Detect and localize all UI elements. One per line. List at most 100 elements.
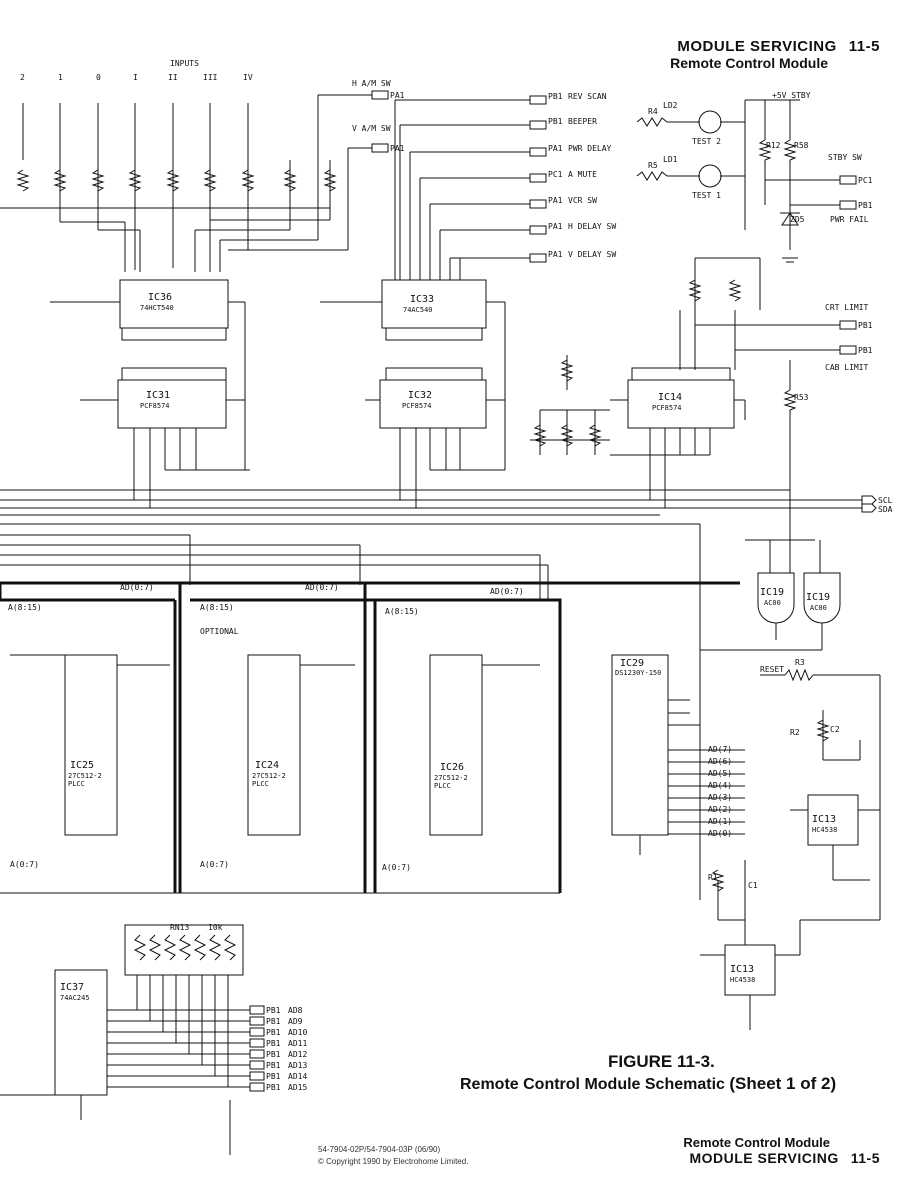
ic37-part: 74AC245 xyxy=(60,994,90,1002)
input-label: III xyxy=(203,73,218,82)
header-section: MODULE SERVICING 11-5 xyxy=(677,38,880,55)
ic19-part: AC00 xyxy=(810,604,827,612)
ic31-name: IC31 xyxy=(146,390,170,401)
ld1-label: LD1 xyxy=(663,155,678,164)
ad-output-label: AD(7) xyxy=(708,745,732,754)
ic25-name: IC25 xyxy=(70,760,94,771)
ic19-name: IC19 xyxy=(806,592,830,603)
ic37-output-label: AD9 xyxy=(288,1017,303,1026)
ic24-pkg: PLCC xyxy=(252,780,269,788)
ic33-part: 74AC540 xyxy=(403,306,433,314)
port-label: PC1 xyxy=(858,176,873,185)
input-label: IV xyxy=(243,73,253,82)
r3-label: R3 xyxy=(795,658,805,667)
port-label: PA1 xyxy=(390,91,405,100)
ic37-output-label: AD10 xyxy=(288,1028,307,1037)
ic26-name: IC26 xyxy=(440,762,464,773)
r58-label: R58 xyxy=(794,141,809,150)
input-label: 2 xyxy=(20,73,25,82)
ic25-part: 27C512-2 xyxy=(68,772,102,780)
ic29-name: IC29 xyxy=(620,658,644,669)
c2-label: C2 xyxy=(830,725,840,734)
ic24-part: 27C512-2 xyxy=(252,772,286,780)
ic31-part: PCF8574 xyxy=(140,402,170,410)
bus-label-ad: AD(0:7) xyxy=(120,583,154,592)
port-label: PB1 xyxy=(548,117,563,126)
header-section-text: MODULE SERVICING xyxy=(677,38,837,55)
pwr-delay-label: PWR DELAY xyxy=(568,144,612,153)
footer-section: MODULE SERVICING 11-5 xyxy=(689,1150,880,1166)
port-label: PB1 xyxy=(266,1028,281,1037)
rn13-label: RN13 xyxy=(170,923,189,932)
ic19-name: IC19 xyxy=(760,587,784,598)
ic13-name: IC13 xyxy=(730,964,754,975)
cab-limit-label: CAB LIMIT xyxy=(825,363,869,372)
stby-5v-label: +5V STBY xyxy=(772,91,811,100)
ic14-name: IC14 xyxy=(658,392,682,403)
ad-output-label: AD(6) xyxy=(708,757,732,766)
ic37-output-label: AD13 xyxy=(288,1061,307,1070)
ic36-part: 74HCT540 xyxy=(140,304,174,312)
vcr-sw-label: VCR SW xyxy=(568,196,597,205)
test1-label: TEST 1 xyxy=(692,191,721,200)
h-delay-sw-label: H DELAY SW xyxy=(568,222,616,231)
ad-output-label: AD(4) xyxy=(708,781,732,790)
port-label: PB1 xyxy=(548,92,563,101)
port-label: PB1 xyxy=(266,1072,281,1081)
ic19-part: AC00 xyxy=(764,599,781,607)
r12-label: R12 xyxy=(766,141,781,150)
input-label: 0 xyxy=(96,73,101,82)
bus-label-a-lo: A(0:7) xyxy=(10,860,39,869)
v-am-sw-label: V A/M SW xyxy=(352,124,391,133)
r1-label: R1 xyxy=(708,873,718,882)
bus-label-a-hi: A(8:15) xyxy=(200,603,234,612)
inputs-title: INPUTS xyxy=(170,59,199,68)
footer-page-number: 11-5 xyxy=(850,1150,880,1166)
ic13-name: IC13 xyxy=(812,814,836,825)
ic24-name: IC24 xyxy=(255,760,279,771)
v-delay-sw-label: V DELAY SW xyxy=(568,250,616,259)
r5-label: R5 xyxy=(648,161,658,170)
r4-label: R4 xyxy=(648,107,658,116)
footer-section-text: MODULE SERVICING xyxy=(689,1150,839,1166)
port-label: PA1 xyxy=(548,144,563,153)
ic29-part: DS1230Y-150 xyxy=(615,669,661,677)
ad-output-label: AD(1) xyxy=(708,817,732,826)
beeper-label: BEEPER xyxy=(568,117,597,126)
figure-sheet: (Sheet 1 of 2) xyxy=(729,1074,837,1093)
test2-label: TEST 2 xyxy=(692,137,721,146)
r2-label: R2 xyxy=(790,728,800,737)
ic32-part: PCF8574 xyxy=(402,402,432,410)
port-label: PB1 xyxy=(858,321,873,330)
figure-caption-block: Remote Control Module Schematic (Sheet 1… xyxy=(460,1074,836,1094)
ad-output-label: AD(5) xyxy=(708,769,732,778)
port-label: PA1 xyxy=(548,250,563,259)
port-label: PA1 xyxy=(548,222,563,231)
port-label: PB1 xyxy=(266,1039,281,1048)
port-label: PB1 xyxy=(858,201,873,210)
ic14-part: PCF8574 xyxy=(652,404,682,412)
ic26-part: 27C512-2 xyxy=(434,774,468,782)
footer-doc-numbers: 54-7904-02P/54-7904-03P (06/90) xyxy=(318,1145,441,1154)
ic13-part: HC4538 xyxy=(730,976,755,984)
ic26-pkg: PLCC xyxy=(434,782,451,790)
zd5-label: ZD5 xyxy=(790,215,805,224)
bus-label-a-hi: A(8:15) xyxy=(8,603,42,612)
bus-label-a-lo: A(0:7) xyxy=(200,860,229,869)
header-page-number: 11-5 xyxy=(848,38,880,55)
input-label: 1 xyxy=(58,73,63,82)
footer-module: Remote Control Module xyxy=(683,1135,830,1150)
pwr-fail-label: PWR FAIL xyxy=(830,215,869,224)
reset-label: RESET xyxy=(760,665,784,674)
port-label: PB1 xyxy=(858,346,873,355)
ic33-name: IC33 xyxy=(410,294,434,305)
a-mute-label: A MUTE xyxy=(568,170,597,179)
rev-scan-label: REV SCAN xyxy=(568,92,607,101)
ld2-label: LD2 xyxy=(663,101,678,110)
port-label: PC1 xyxy=(548,170,563,179)
ic37-output-label: AD15 xyxy=(288,1083,307,1092)
bus-label-ad: AD(0:7) xyxy=(305,583,339,592)
ad-output-label: AD(0) xyxy=(708,829,732,838)
bus-label-ad: AD(0:7) xyxy=(490,587,524,596)
ad-output-label: AD(2) xyxy=(708,805,732,814)
